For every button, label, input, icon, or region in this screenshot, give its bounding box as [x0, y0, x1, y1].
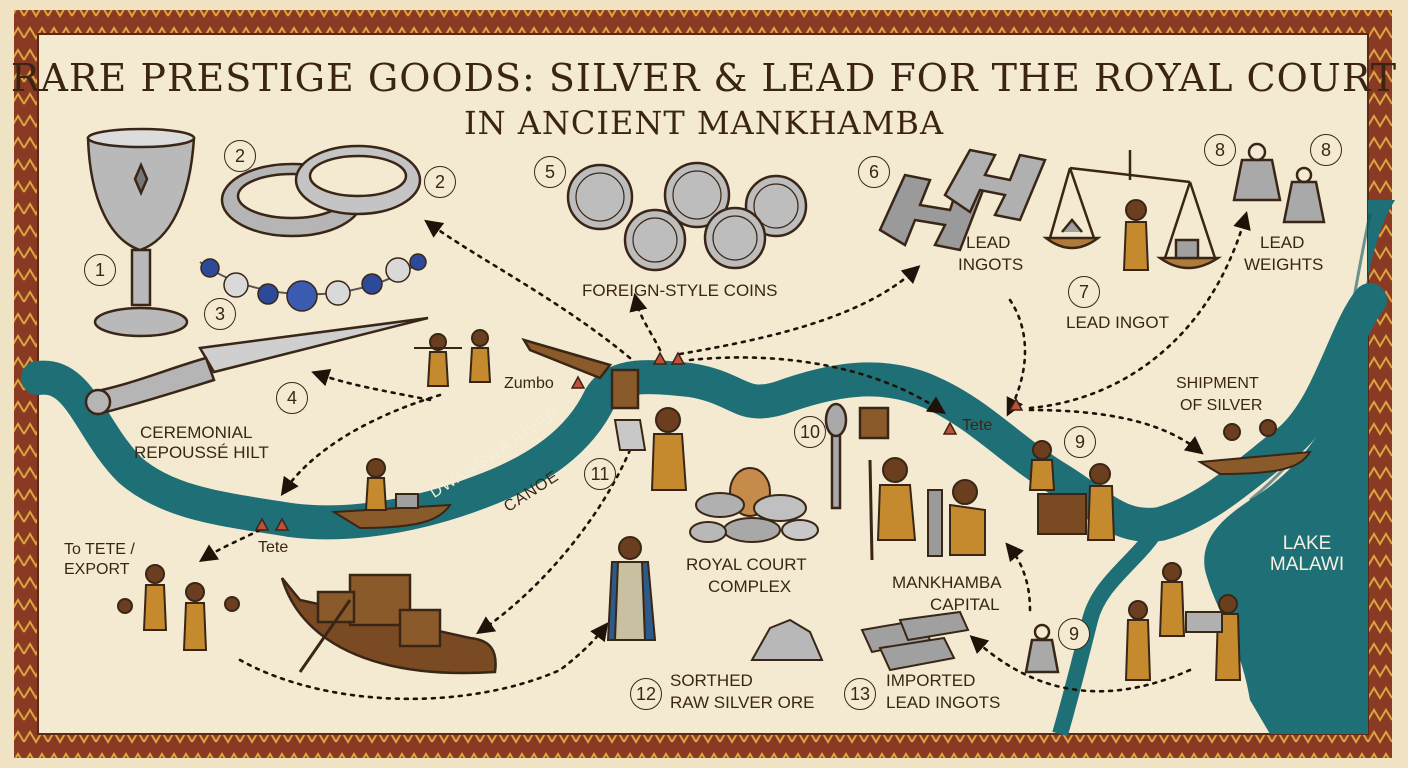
- raw-silver-ore: [750, 618, 824, 661]
- marker-9b: 9: [1058, 618, 1090, 650]
- label-lead-ingots-line1: LEAD: [966, 233, 1011, 252]
- lead-ingot-shapes: [878, 148, 1047, 252]
- marker-4: 4: [276, 382, 308, 414]
- route-to-weights: [1028, 211, 1251, 410]
- route-to-boat: [476, 448, 632, 635]
- label-repousse: REPOUSSÉ HILT: [134, 443, 269, 462]
- label-capital-line2: CAPITAL: [930, 595, 1000, 614]
- royal-court-treasure: [689, 467, 819, 543]
- settlement-markers: [254, 351, 1024, 531]
- silver-goblet: [86, 127, 196, 338]
- label-capital-line1: MANKHAMBA: [892, 573, 1002, 592]
- foreign-coins: [566, 161, 808, 272]
- route-ingots-down: [1006, 298, 1027, 417]
- zumbo-landmark: [521, 337, 640, 410]
- lead-weight-small: [1024, 623, 1060, 674]
- route-bottom-loop: [238, 622, 609, 701]
- capital-figures: [868, 457, 986, 561]
- bead-necklace: [199, 253, 427, 312]
- route-imported: [969, 635, 1192, 693]
- balance-scale: [1042, 150, 1223, 270]
- label-to-tete-line1: To TETE /: [64, 541, 135, 558]
- lakeside-traders: [1124, 562, 1242, 681]
- label-imported-line2: LEAD INGOTS: [886, 693, 1001, 712]
- cargo-boat: [280, 573, 497, 675]
- route-to-export: [198, 528, 262, 563]
- marker-10: 10: [794, 416, 826, 448]
- route-to-tete: [688, 356, 947, 415]
- label-shipment-line2: OF SILVER: [1180, 397, 1263, 414]
- label-royal-court-line2: COMPLEX: [708, 577, 792, 596]
- label-to-tete-line2: EXPORT: [64, 561, 130, 578]
- label-zumbo: Zumbo: [504, 375, 554, 392]
- marker-8a: 8: [1204, 134, 1236, 166]
- label-lake-line1: LAKE: [1282, 533, 1332, 554]
- lake-malawi: [1204, 200, 1395, 734]
- marker-12: 12: [630, 678, 662, 710]
- label-imported-line1: IMPORTED: [886, 671, 976, 690]
- silver-bangles: [220, 144, 422, 238]
- label-royal-court-line1: ROYAL COURT: [686, 555, 807, 574]
- marker-9a: 9: [1064, 426, 1096, 458]
- robed-official: [606, 536, 657, 641]
- route-to-lead-ingots: [678, 265, 921, 356]
- label-tete-east: Tete: [962, 417, 993, 434]
- marker-6: 6: [858, 156, 890, 188]
- export-traders: [117, 564, 240, 651]
- worker-with-silver: [613, 407, 688, 491]
- route-capital-link: [1005, 542, 1032, 612]
- route-to-coins: [629, 292, 662, 352]
- marker-8b: 8: [1310, 134, 1342, 166]
- label-ceremonial: CEREMONIAL: [140, 423, 253, 442]
- imported-lead-ingots: [860, 610, 970, 672]
- label-ore-line2: RAW SILVER ORE: [670, 693, 815, 712]
- marker-3: 3: [204, 298, 236, 330]
- label-lead-weights-line2: WEIGHTS: [1244, 255, 1324, 274]
- label-tete-west: Tete: [258, 539, 289, 556]
- route-to-dagger: [311, 368, 432, 402]
- marker-2a: 2: [224, 140, 256, 172]
- label-lead-ingots-line2: INGOTS: [958, 255, 1024, 274]
- marker-5: 5: [534, 156, 566, 188]
- lead-weights: [1232, 142, 1326, 224]
- marker-7: 7: [1068, 276, 1100, 308]
- marker-11: 11: [584, 458, 616, 490]
- label-foreign-coins: FOREIGN-STYLE COINS: [582, 281, 778, 300]
- map-title: RARE PRESTIGE GOODS: SILVER & LEAD FOR T…: [10, 56, 1398, 100]
- marker-1: 1: [84, 254, 116, 286]
- label-shipment-line1: SHIPMENT: [1176, 375, 1259, 392]
- royal-scepter: [824, 402, 890, 510]
- label-lead-weights-line1: LEAD: [1260, 233, 1305, 252]
- route-to-bangles: [424, 219, 632, 360]
- crate-workers: [1028, 440, 1116, 541]
- trade-routes: [198, 211, 1251, 701]
- label-lead-ingot: LEAD INGOT: [1066, 313, 1169, 332]
- label-lake-malawi: LAKE MALAWI: [1262, 533, 1352, 576]
- porters: [414, 329, 492, 387]
- canoe-west: [330, 458, 452, 530]
- route-to-canoe-west: [280, 393, 442, 496]
- ceremonial-dagger: [84, 316, 429, 416]
- dwangwa-river: [21, 283, 1387, 542]
- label-ore-line1: SORTHED: [670, 671, 753, 690]
- shipment-canoe: [1196, 419, 1312, 476]
- label-lake-line2: MALAWI: [1269, 553, 1345, 575]
- scale-keeper: [1122, 199, 1150, 271]
- marker-13: 13: [844, 678, 876, 710]
- marker-2b: 2: [424, 166, 456, 198]
- map-subtitle: IN ANCIENT MANKHAMBA: [463, 104, 945, 142]
